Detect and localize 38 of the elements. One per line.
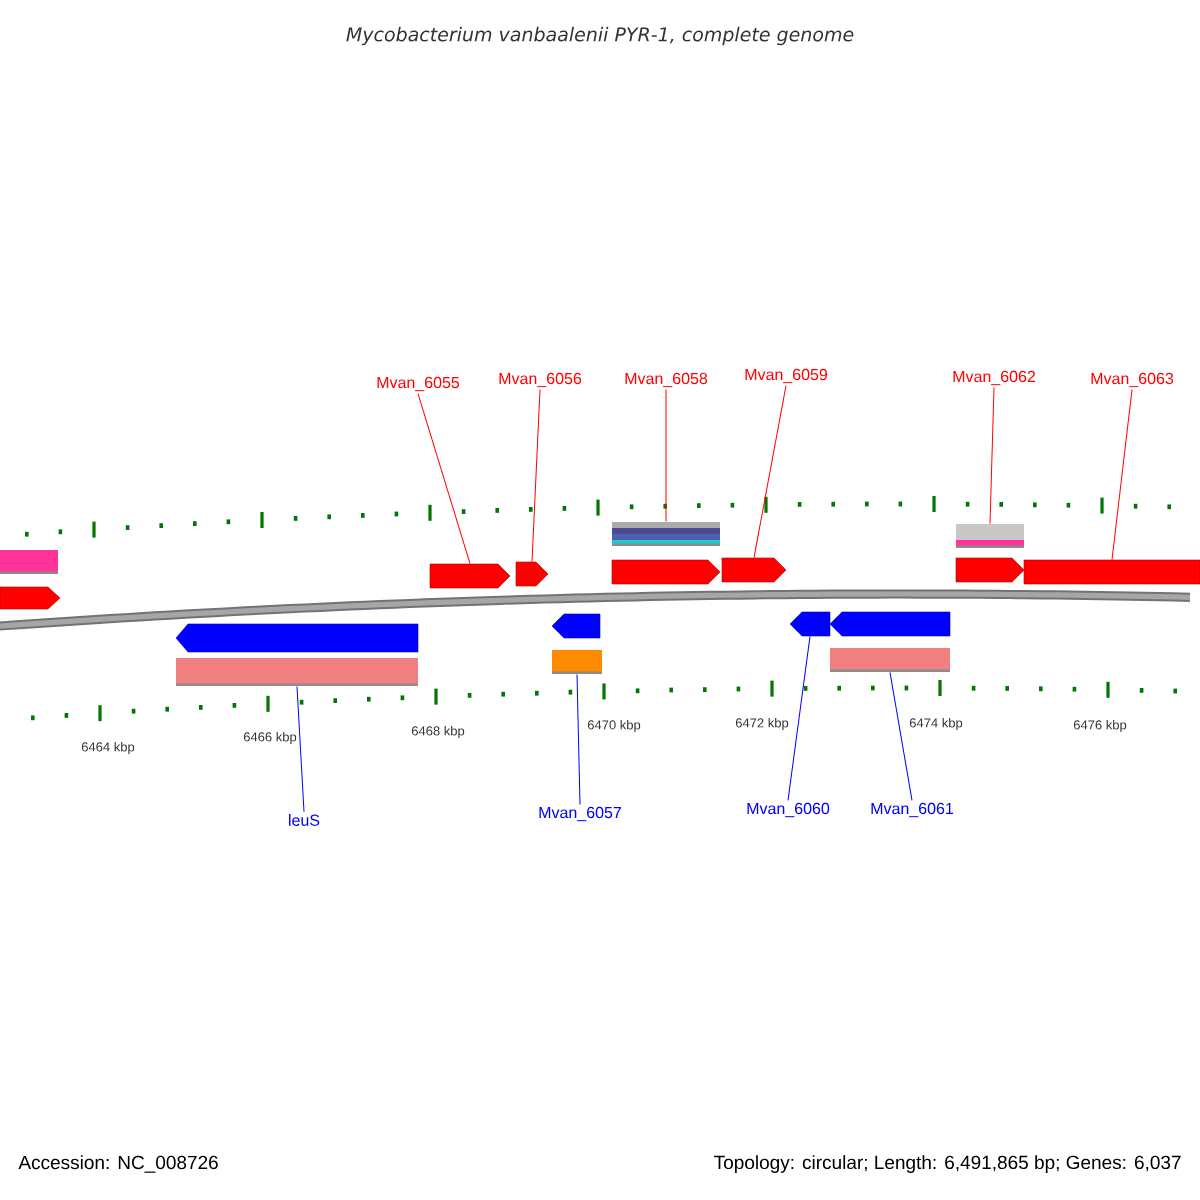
title: Mycobacterium vanbaalenii PYR-1, complete genome	[346, 26, 854, 46]
gene-label: Mvan_6063	[1091, 372, 1174, 388]
leader-line	[417, 393, 471, 565]
leader-line	[531, 389, 541, 563]
genome-info-text: Topology: circular; Length: 6,491,865 bp; Genes: 6,037	[714, 1155, 1181, 1173]
accession-text: Accession: NC_008726	[18, 1155, 218, 1173]
leader-line	[1111, 389, 1133, 561]
feature-bar	[176, 658, 418, 686]
gene-feature	[721, 557, 787, 583]
gene-label: Mvan_6055	[377, 376, 460, 392]
leader-line	[576, 673, 581, 805]
gene-label: Mvan_6058	[625, 372, 708, 388]
gene-label: Mvan_6059	[745, 368, 828, 384]
gene-feature	[515, 561, 549, 587]
gene-feature	[611, 559, 721, 585]
feature-bar	[956, 524, 1024, 548]
gene-feature	[551, 613, 601, 639]
leader-line	[753, 385, 787, 559]
leader-line	[889, 671, 913, 801]
gene-label: Mvan_6057	[539, 806, 621, 822]
gene-feature	[0, 586, 61, 610]
feature-bar	[830, 648, 950, 672]
gene-label: Mvan_6062	[953, 370, 1035, 386]
gene-feature	[175, 623, 419, 653]
gene-feature	[955, 557, 1025, 583]
gene-label: Mvan_6060	[747, 802, 830, 818]
feature-bar	[0, 550, 58, 574]
feature-bar	[612, 522, 720, 546]
leader-line	[787, 635, 811, 801]
gene-feature	[429, 563, 511, 589]
feature-bar	[552, 650, 602, 674]
leader-line	[296, 685, 305, 813]
leader-line	[989, 387, 995, 525]
gene-label: leuS	[289, 814, 320, 826]
gene-label: Mvan_6061	[871, 802, 954, 818]
leader-line	[665, 389, 667, 523]
gene-label: Mvan_6056	[499, 372, 582, 388]
gene-feature	[789, 611, 831, 637]
